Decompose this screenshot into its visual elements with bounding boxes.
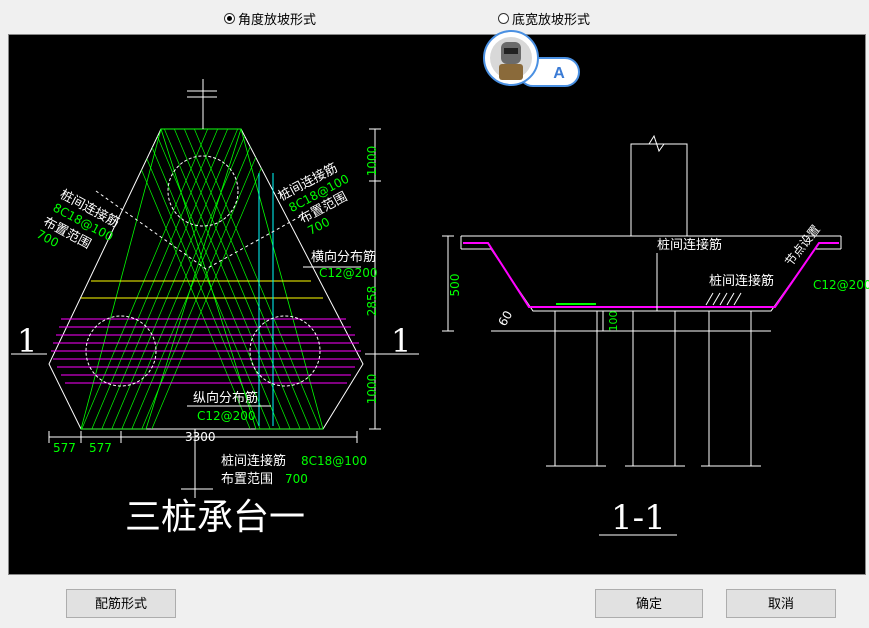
dim-right-3: 1000	[365, 374, 379, 405]
cancel-button[interactable]: 取消	[726, 589, 836, 618]
connector-v	[95, 190, 302, 270]
radio-width-slope[interactable]: 底宽放坡形式	[498, 9, 590, 28]
assistant-avatar[interactable]: A	[483, 28, 583, 90]
button-bar: 配筋形式 确定 取消	[0, 578, 869, 628]
rebar-hatch-lines	[80, 129, 322, 429]
dim-bottom	[48, 431, 358, 443]
dim-right-1: 1000	[365, 146, 379, 177]
center-axes	[11, 79, 419, 498]
annotation-bottom-name: 桩间连接筋	[221, 453, 286, 469]
radio-angle-label: 角度放坡形式	[238, 13, 317, 28]
annotation-bottom-range: 布置范围	[221, 472, 273, 487]
section-mark-right: 1	[391, 322, 411, 360]
section-outline	[442, 134, 842, 467]
section-spec-right: C12@200	[813, 278, 869, 292]
section-angle: 60	[495, 308, 515, 328]
horizontal-rebar-yellow	[81, 280, 323, 299]
annotation-horiz-spec: C12@200	[319, 266, 378, 280]
dim-bottom-1: 577	[53, 441, 76, 455]
dim-right	[369, 128, 381, 430]
section-dim-100: 100	[607, 311, 620, 332]
plan-title: 三桩承台一	[125, 497, 305, 538]
cad-drawing: 1 1 1000 2858 1000 577 577 3300 桩间连接筋 8C…	[11, 79, 869, 538]
avatar-badge-letter: A	[553, 65, 565, 82]
annotation-right-rebar: 桩间连接筋 8C18@100 布置范围 700	[275, 160, 351, 238]
section-label-mid: 桩间连接筋	[709, 273, 774, 289]
dim-bottom-3: 3300	[185, 430, 216, 444]
rebar-hatch-left-leg	[80, 128, 324, 430]
section-mark-left: 1	[17, 322, 37, 360]
radio-angle-slope[interactable]: 角度放坡形式	[224, 9, 316, 28]
section-title: 1-1	[611, 498, 666, 538]
annotation-left-rebar: 桩间连接筋 8C18@100 布置范围 700	[34, 186, 122, 252]
ok-button[interactable]: 确定	[595, 589, 703, 618]
annotation-vert-spec: C12@200	[197, 409, 256, 423]
option-bar: 角度放坡形式 底宽放坡形式	[0, 0, 869, 34]
rebar-form-button[interactable]: 配筋形式	[66, 589, 176, 618]
section-dim-height: 500	[448, 274, 462, 297]
annotation-bottom-range-val: 700	[285, 472, 308, 486]
radio-width-label: 底宽放坡形式	[512, 13, 591, 28]
dim-right-2: 2858	[365, 286, 379, 317]
pile-circles	[85, 155, 321, 387]
section-hatch	[705, 292, 742, 306]
section-label-top: 桩间连接筋	[657, 237, 722, 253]
section-rebar-magenta	[463, 242, 839, 308]
horizontal-rebar-magenta	[51, 318, 361, 384]
dim-bottom-2: 577	[89, 441, 112, 455]
annotation-bottom-spec: 8C18@100	[301, 454, 367, 468]
radio-selected-icon	[224, 13, 235, 24]
annotation-horiz-name: 横向分布筋	[311, 249, 376, 265]
cad-preview-canvas: 1 1 1000 2858 1000 577 577 3300 桩间连接筋 8C…	[8, 34, 869, 575]
annotation-vert-name: 纵向分布筋	[193, 390, 258, 406]
section-rebar-dots	[556, 303, 596, 305]
radio-unselected-icon	[498, 13, 509, 24]
